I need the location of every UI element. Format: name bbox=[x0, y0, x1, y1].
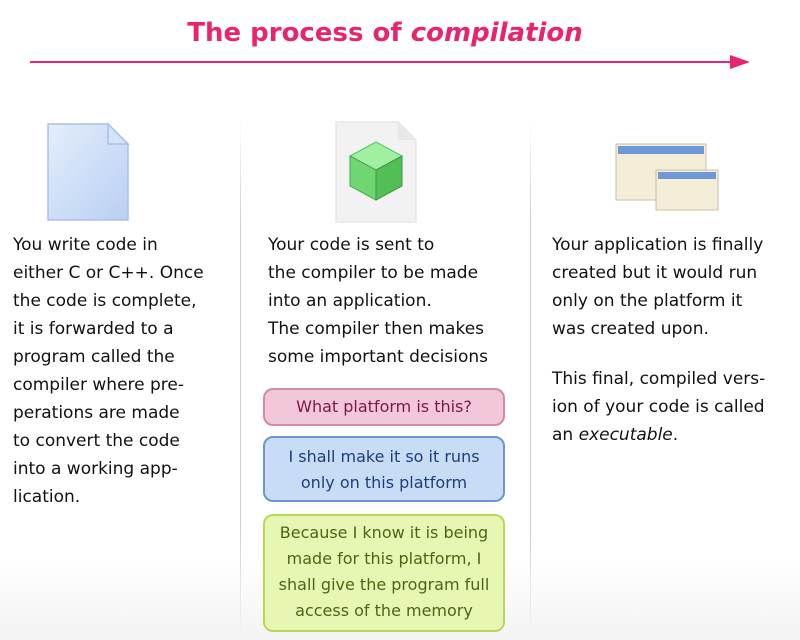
decision-bubble-platform-question: What platform is this? bbox=[263, 388, 505, 426]
decision-text: Because I know it is being bbox=[279, 523, 489, 542]
title-emphasis: compilation bbox=[410, 18, 583, 48]
column-3-line: Your application is finally bbox=[552, 235, 764, 255]
decision-bubble-memory-access: Because I know it is being made for this… bbox=[263, 514, 505, 632]
decision-text: made for this platform, I bbox=[286, 549, 482, 568]
column-1-line: You write code in bbox=[13, 235, 158, 255]
executable-term: executable bbox=[578, 425, 673, 445]
column-2-line: the compiler to be made bbox=[268, 263, 479, 283]
page-title: The process of compilation bbox=[0, 18, 770, 48]
column-2-description: Your code is sent to the compiler to be … bbox=[268, 231, 488, 371]
column-1-line: lication. bbox=[13, 487, 81, 507]
decision-text: What platform is this? bbox=[296, 397, 472, 416]
column-1-line: either C or C++. Once bbox=[13, 263, 204, 283]
column-3-line: ion of your code is called bbox=[552, 397, 765, 417]
column-1-description: You write code in either C or C++. Once … bbox=[13, 231, 204, 511]
process-arrow-head bbox=[730, 55, 750, 69]
column-1-line: the code is complete, bbox=[13, 291, 197, 311]
application-windows-icon bbox=[615, 143, 719, 211]
decision-bubble-platform-only: I shall make it so it runs only on this … bbox=[263, 436, 505, 502]
decision-text: only on this platform bbox=[300, 473, 468, 492]
column-2-line: some important decisions bbox=[268, 347, 489, 367]
column-2-line: into an application. bbox=[268, 291, 432, 311]
paragraph-gap bbox=[552, 343, 765, 365]
last-line-prefix: an bbox=[552, 425, 579, 445]
column-3-line: was created upon. bbox=[552, 319, 709, 339]
column-3-description: Your application is finally created but … bbox=[552, 231, 765, 449]
column-1-line: program called the bbox=[13, 347, 175, 367]
last-line-suffix: . bbox=[672, 425, 679, 445]
cube-icon bbox=[335, 121, 417, 223]
decision-text: shall give the program full bbox=[278, 575, 490, 594]
column-3-line: created but it would run bbox=[552, 263, 758, 283]
column-2-line: Your code is sent to bbox=[268, 235, 435, 255]
column-3-last-line: an executable. bbox=[552, 421, 765, 449]
column-1-line: it is forwarded to a bbox=[13, 319, 174, 339]
column-divider-1 bbox=[240, 118, 241, 638]
decision-text: I shall make it so it runs bbox=[288, 447, 480, 466]
title-prefix: The process of bbox=[187, 18, 411, 48]
column-1-line: to convert the code bbox=[13, 431, 180, 451]
column-1-line: compiler where pre- bbox=[13, 375, 185, 395]
column-2-line: The compiler then makes bbox=[268, 319, 485, 339]
column-3-line: only on the platform it bbox=[552, 291, 743, 311]
column-1-line: perations are made bbox=[13, 403, 180, 423]
document-icon bbox=[47, 122, 130, 221]
column-3-line: This final, compiled vers- bbox=[552, 369, 766, 389]
column-divider-2 bbox=[530, 118, 531, 638]
process-arrow-line bbox=[30, 61, 732, 63]
column-1-line: into a working app- bbox=[13, 459, 178, 479]
decision-text: access of the memory bbox=[295, 601, 473, 620]
